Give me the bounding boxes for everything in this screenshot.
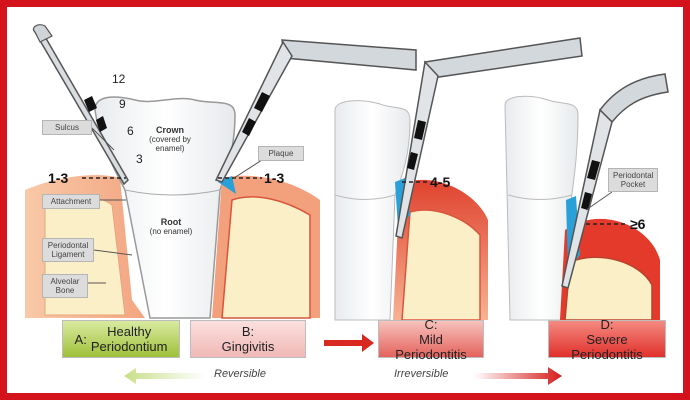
probe-number-3: 3 <box>136 152 143 166</box>
gum-right-b <box>212 176 320 318</box>
irreversible-label: Irreversible <box>394 368 448 380</box>
callout-attachment: Attachment <box>42 194 100 209</box>
reversible-label: Reversible <box>214 368 266 380</box>
stage-label-b: B:Gingivitis <box>190 320 306 358</box>
callout-bone: Alveolar Bone <box>42 274 88 298</box>
progression-arrow <box>324 334 374 352</box>
probe-number-6: 6 <box>127 124 134 138</box>
callout-plaque: Plaque <box>258 146 304 161</box>
callout-pocket: Periodontal Pocket <box>608 168 658 192</box>
crown-label: Crown(covered by enamel) <box>140 126 200 153</box>
probe-number-12: 12 <box>112 72 125 86</box>
irreversible-arrow <box>474 367 562 385</box>
depth-label-c: 4-5 <box>430 174 450 190</box>
root-label: Root(no enamel) <box>146 218 196 236</box>
reversible-arrow <box>124 368 206 384</box>
depth-label-b: 1-3 <box>264 170 284 186</box>
callout-ligament: Periodontal Ligament <box>42 238 94 262</box>
depth-label-a: 1-3 <box>48 170 68 186</box>
depth-label-d: ≥6 <box>630 216 645 232</box>
callout-sulcus: Sulcus <box>42 120 92 135</box>
probe-number-9: 9 <box>119 97 126 111</box>
